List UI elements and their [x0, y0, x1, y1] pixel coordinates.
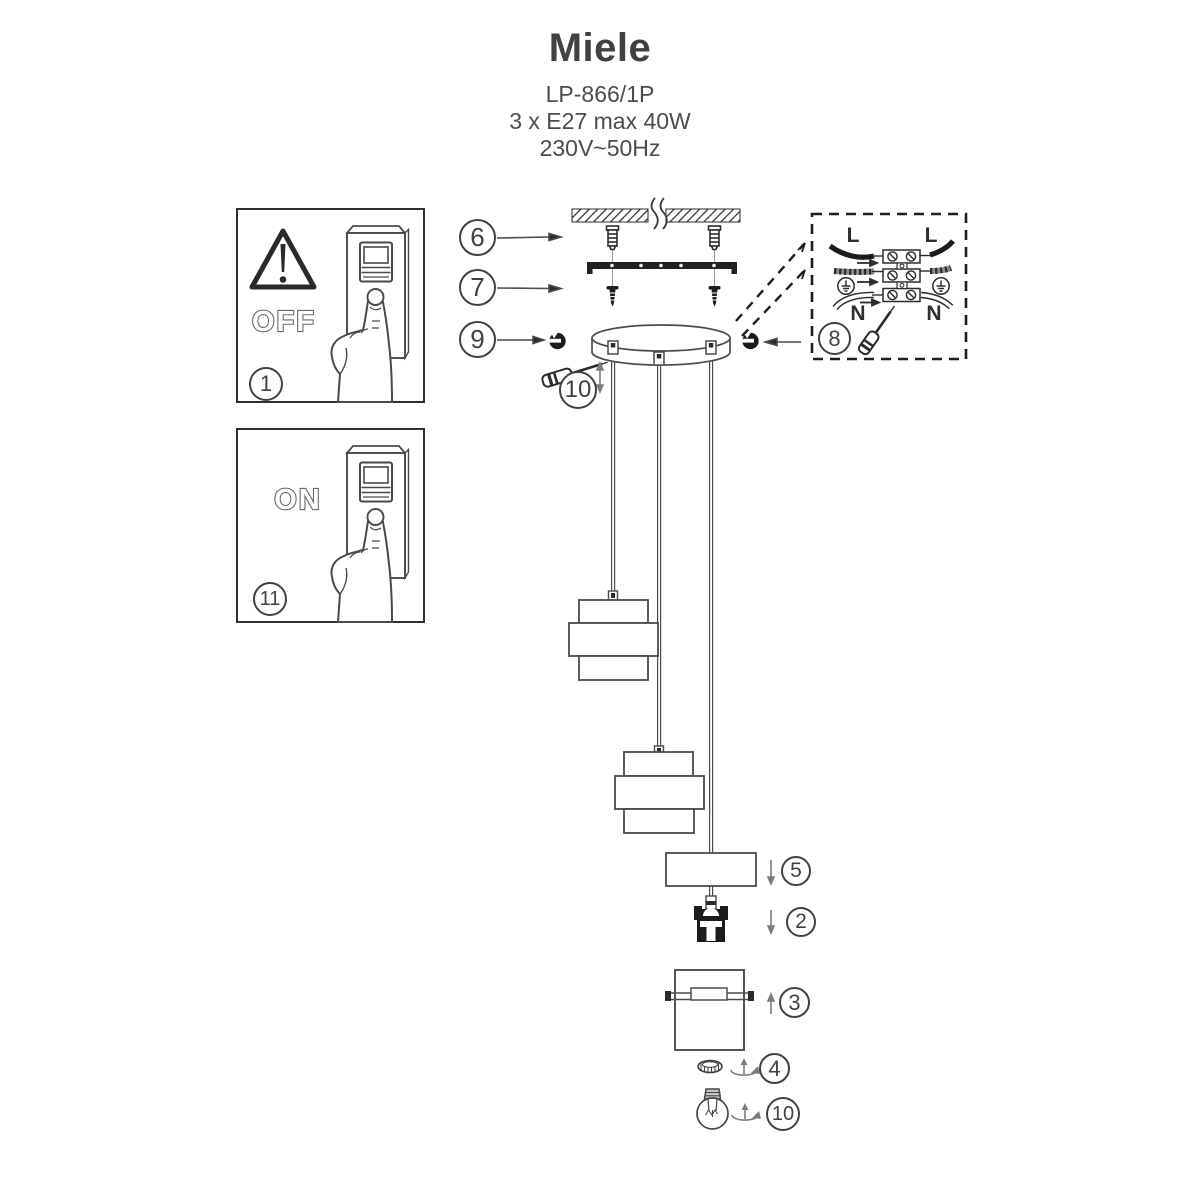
header: Miele LP-866/1P 3 x E27 max 40W 230V~50H… [0, 26, 1200, 162]
shade-ring-part [665, 852, 757, 887]
lampshade [614, 751, 705, 834]
step-badge-10b: 10 [766, 1097, 800, 1131]
step-badge-6: 6 [459, 219, 496, 256]
step-badge-2: 2 [786, 907, 816, 937]
light-bulb-icon [696, 1088, 729, 1130]
step-badge-5: 5 [781, 856, 811, 886]
earth-symbol [837, 277, 855, 295]
step-badge-4: 4 [759, 1053, 790, 1084]
lamp-spec: 3 x E27 max 40W [509, 108, 691, 134]
lampshade [568, 599, 659, 681]
cable-clip-icon [741, 332, 759, 350]
rotate-arrow [731, 1102, 762, 1121]
direction-arrow-down [766, 860, 776, 936]
model-number: LP-866/1P [545, 81, 655, 107]
glass-shade [665, 969, 754, 1051]
ceiling-surface [571, 197, 741, 230]
power-switch-off-with-hand [330, 225, 410, 403]
step-badge-8: 8 [818, 322, 851, 355]
terminal-block [882, 249, 921, 303]
screw-icon [708, 286, 721, 307]
label-neutral-right: N [926, 302, 942, 325]
wall-plug-icon [605, 225, 620, 251]
wall-plug-icon [707, 225, 722, 251]
label-line-right: L [924, 224, 938, 247]
socket-connector [705, 895, 717, 910]
off-label: OFF [252, 306, 316, 338]
adjust-arrow [595, 360, 605, 395]
wiring-diagram [828, 239, 955, 356]
lamp-socket [694, 906, 728, 942]
live-wire-left [828, 243, 875, 260]
detail-leader-lines [735, 242, 806, 337]
power-switch-on-with-hand [330, 445, 410, 623]
step-badge-7: 7 [459, 269, 496, 306]
live-wire-right [929, 239, 955, 258]
wiring-detail-box [810, 212, 968, 361]
mounting-bracket [587, 262, 737, 274]
page-title: Miele [548, 26, 652, 70]
step-badge-3: 3 [779, 987, 810, 1018]
label-neutral-left: N [850, 302, 866, 325]
step-badge-1: 1 [249, 367, 283, 401]
ceiling-canopy [591, 324, 731, 366]
screw-icon [606, 286, 619, 307]
on-label: ON [274, 484, 322, 516]
voltage-spec: 230V~50Hz [539, 135, 661, 161]
cable-clip-icon [548, 332, 566, 350]
step-badge-10: 10 [559, 371, 597, 409]
insert-arrow [857, 258, 882, 307]
direction-arrow-up [766, 991, 776, 1014]
label-line-left: L [846, 224, 860, 247]
step-badge-9: 9 [459, 321, 496, 358]
rotate-arrow [730, 1057, 761, 1076]
callout-arrow [496, 232, 801, 347]
step-badge-11: 11 [253, 582, 287, 616]
screwdriver-icon [857, 305, 896, 356]
warning-triangle-icon [249, 228, 317, 290]
threaded-ring [697, 1059, 723, 1074]
earth-symbol [932, 277, 950, 295]
pendant-cable [610, 352, 714, 897]
